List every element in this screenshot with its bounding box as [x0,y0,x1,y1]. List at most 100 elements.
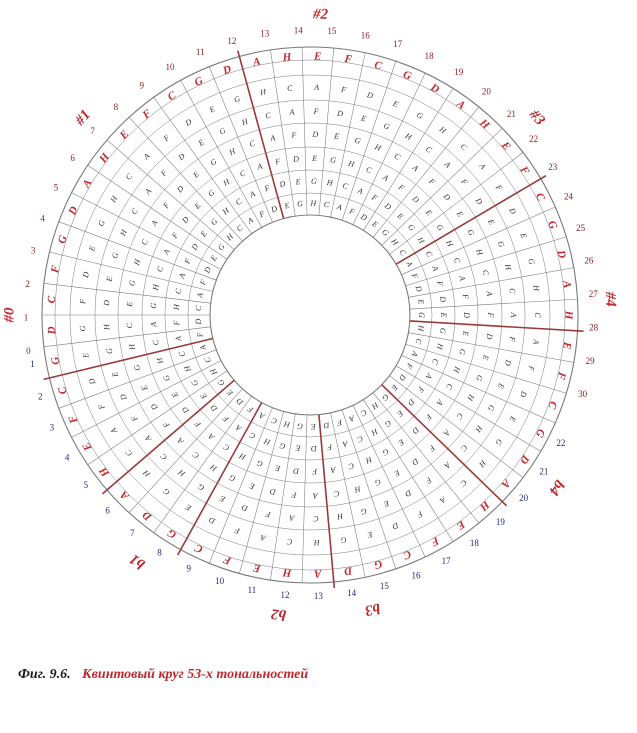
cell-letter: E [481,353,491,361]
outer-number: 3 [31,246,36,256]
outer-number: 24 [564,192,574,202]
cell-letter: G [206,188,216,199]
cell-letter: C [430,357,441,366]
key-letter: A [560,279,573,289]
cell-letter: E [199,391,210,401]
cell-letter: H [474,247,485,258]
cell-letter: G [417,312,426,318]
cell-letter: D [485,332,495,340]
cell-letter: F [169,231,180,241]
cell-letter: C [177,350,187,358]
key-letter: A [251,55,262,68]
cell-letter: C [265,111,273,121]
key-letter: F [517,163,532,177]
cell-letter: D [189,242,200,253]
cell-letter: C [397,248,408,258]
cell-letter: H [325,178,334,188]
inner-number: 14 [347,588,357,598]
cell-letter: A [268,133,276,143]
cell-letter: H [416,324,426,333]
outer-number: 7 [90,126,95,136]
key-letter: A [80,177,95,190]
cell-letter: G [373,477,382,488]
sector-divider [43,326,211,347]
cell-letter: H [389,236,401,248]
key-letter: H [477,116,492,132]
sector-divider [363,399,454,542]
cell-letter: A [247,189,256,200]
cell-letter: D [507,206,518,216]
key-letter: H [562,310,574,320]
cell-letter: E [198,229,209,239]
sector-divider [58,349,217,409]
inner-number: 13 [314,591,324,601]
cell-letter: C [151,339,161,347]
key-letter: D [428,81,442,96]
cell-letter: D [336,109,344,119]
ring-grid [41,46,584,588]
cell-letter: D [413,284,423,293]
cell-letter: G [496,240,507,249]
cell-letter: G [78,325,87,332]
key-letter: C [46,295,58,304]
cell-letter: E [207,104,216,115]
cell-letter: D [269,204,279,215]
cell-letter: A [177,272,187,280]
key-letter: E [313,51,322,63]
cell-letter: D [311,130,318,139]
cell-letter: F [221,414,231,425]
cell-letter: H [127,342,137,351]
cell-letter: A [288,107,295,117]
cell-letter: C [235,223,245,234]
cell-letter: F [416,384,427,394]
group-boundary [409,320,584,333]
cell-letter: G [493,437,504,447]
cell-letter: A [313,83,319,92]
outer-number: 11 [196,47,205,57]
cell-letter: H [369,426,380,438]
sector-divider [43,283,211,304]
key-letter: D [517,452,532,466]
key-letter: F [66,413,81,426]
sector-divider [372,106,480,238]
key-letter: F [554,370,568,382]
sector-divider [408,267,574,298]
cell-letter: F [424,412,435,422]
cell-letter: A [149,321,158,328]
cell-letter: A [109,426,120,436]
cell-letter: C [341,181,349,191]
sector-divider [408,332,574,363]
cell-letter: D [311,444,318,453]
sector-divider [209,66,273,223]
cell-letter: F [312,107,318,116]
cell-letter: G [438,327,448,334]
cell-letter: E [274,463,282,473]
sector-divider [301,414,308,583]
cell-letter: D [174,184,185,195]
inner-number: 7 [130,528,135,538]
cell-letter: G [96,219,107,228]
sector-divider [372,392,480,524]
cell-letter: G [330,155,337,165]
cell-letter: E [196,138,206,149]
cell-letter: H [476,458,488,470]
sector-divider [71,192,222,270]
sector-divider [363,88,454,231]
cell-letter: D [410,193,421,204]
cell-letter: D [180,215,191,226]
cell-letter: A [161,248,172,257]
cell-letter: E [397,437,407,448]
cell-letter: D [365,90,374,101]
cell-letter: G [278,441,286,451]
outer-number: 18 [425,51,435,61]
cell-letter: D [293,466,301,476]
cell-letter: H [346,159,356,170]
cell-letter: D [410,425,421,436]
cell-letter: G [105,347,115,355]
cell-letter: D [403,488,413,499]
cell-letter: E [391,99,400,110]
inner-number: 17 [442,556,452,566]
cell-letter: C [123,448,134,458]
key-letter: E [498,139,513,153]
cell-letter: F [172,320,181,327]
